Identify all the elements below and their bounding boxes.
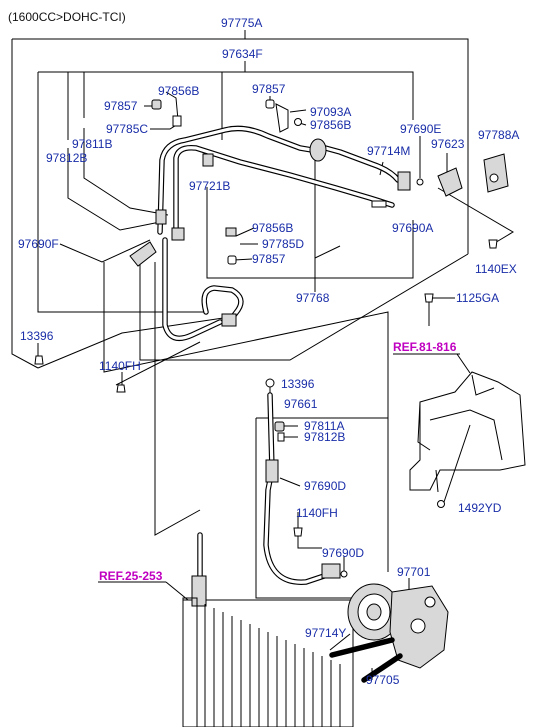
label-97093A: 97093A <box>310 105 351 119</box>
label-97714M: 97714M <box>367 144 410 158</box>
label-1140FH-right: 1140FH <box>296 506 338 520</box>
label-97811A: 97811A <box>304 419 344 433</box>
label-97856B-mid: 97856B <box>310 118 351 132</box>
label-97775A: 97775A <box>221 16 262 30</box>
label-97785D: 97785D <box>262 237 304 251</box>
ref-81-816-link[interactable]: REF.81-816 <box>393 340 457 354</box>
label-97721B: 97721B <box>189 179 230 193</box>
label-97634F: 97634F <box>222 47 263 61</box>
label-97857-mid: 97857 <box>252 82 286 96</box>
label-97788A: 97788A <box>478 128 519 142</box>
label-97857-low: 97857 <box>252 252 286 266</box>
label-97714Y: 97714Y <box>305 626 346 640</box>
leader-lines <box>11 30 514 680</box>
label-97623: 97623 <box>431 137 465 151</box>
label-97856B-low: 97856B <box>252 221 293 235</box>
part-labels: 97775A 97634F 97856B 97857 97785C 97811B… <box>18 16 519 687</box>
label-97690D-low: 97690D <box>322 546 364 560</box>
label-97690E: 97690E <box>400 122 441 136</box>
label-13396-left: 13396 <box>20 329 54 343</box>
body-panel <box>409 371 526 493</box>
label-1140EX: 1140EX <box>475 262 517 276</box>
label-97690D-top: 97690D <box>304 479 346 493</box>
label-97705: 97705 <box>366 673 400 687</box>
engine-spec-header: (1600CC>DOHC-TCI) <box>8 10 126 24</box>
ref-25-253-link[interactable]: REF.25-253 <box>99 569 163 583</box>
label-1492YD: 1492YD <box>458 501 502 515</box>
label-97812B-right: 97812B <box>304 430 345 444</box>
label-97812B-left: 97812B <box>46 151 87 165</box>
ac-hoses <box>157 125 401 585</box>
label-97811B: 97811B <box>72 137 112 151</box>
fittings <box>34 99 509 579</box>
label-97661: 97661 <box>284 397 318 411</box>
label-97768: 97768 <box>296 291 330 305</box>
label-97701: 97701 <box>397 565 431 579</box>
label-97785C: 97785C <box>106 122 148 136</box>
label-97690A: 97690A <box>392 221 433 235</box>
label-1140FH-left: 1140FH <box>99 359 141 373</box>
label-13396-right: 13396 <box>281 377 315 391</box>
compressor <box>329 583 449 683</box>
condenser <box>182 575 354 727</box>
label-97857-left: 97857 <box>104 99 138 113</box>
label-97690F: 97690F <box>18 237 59 251</box>
label-97856B-top: 97856B <box>158 84 199 98</box>
label-1125GA: 1125GA <box>456 291 499 305</box>
